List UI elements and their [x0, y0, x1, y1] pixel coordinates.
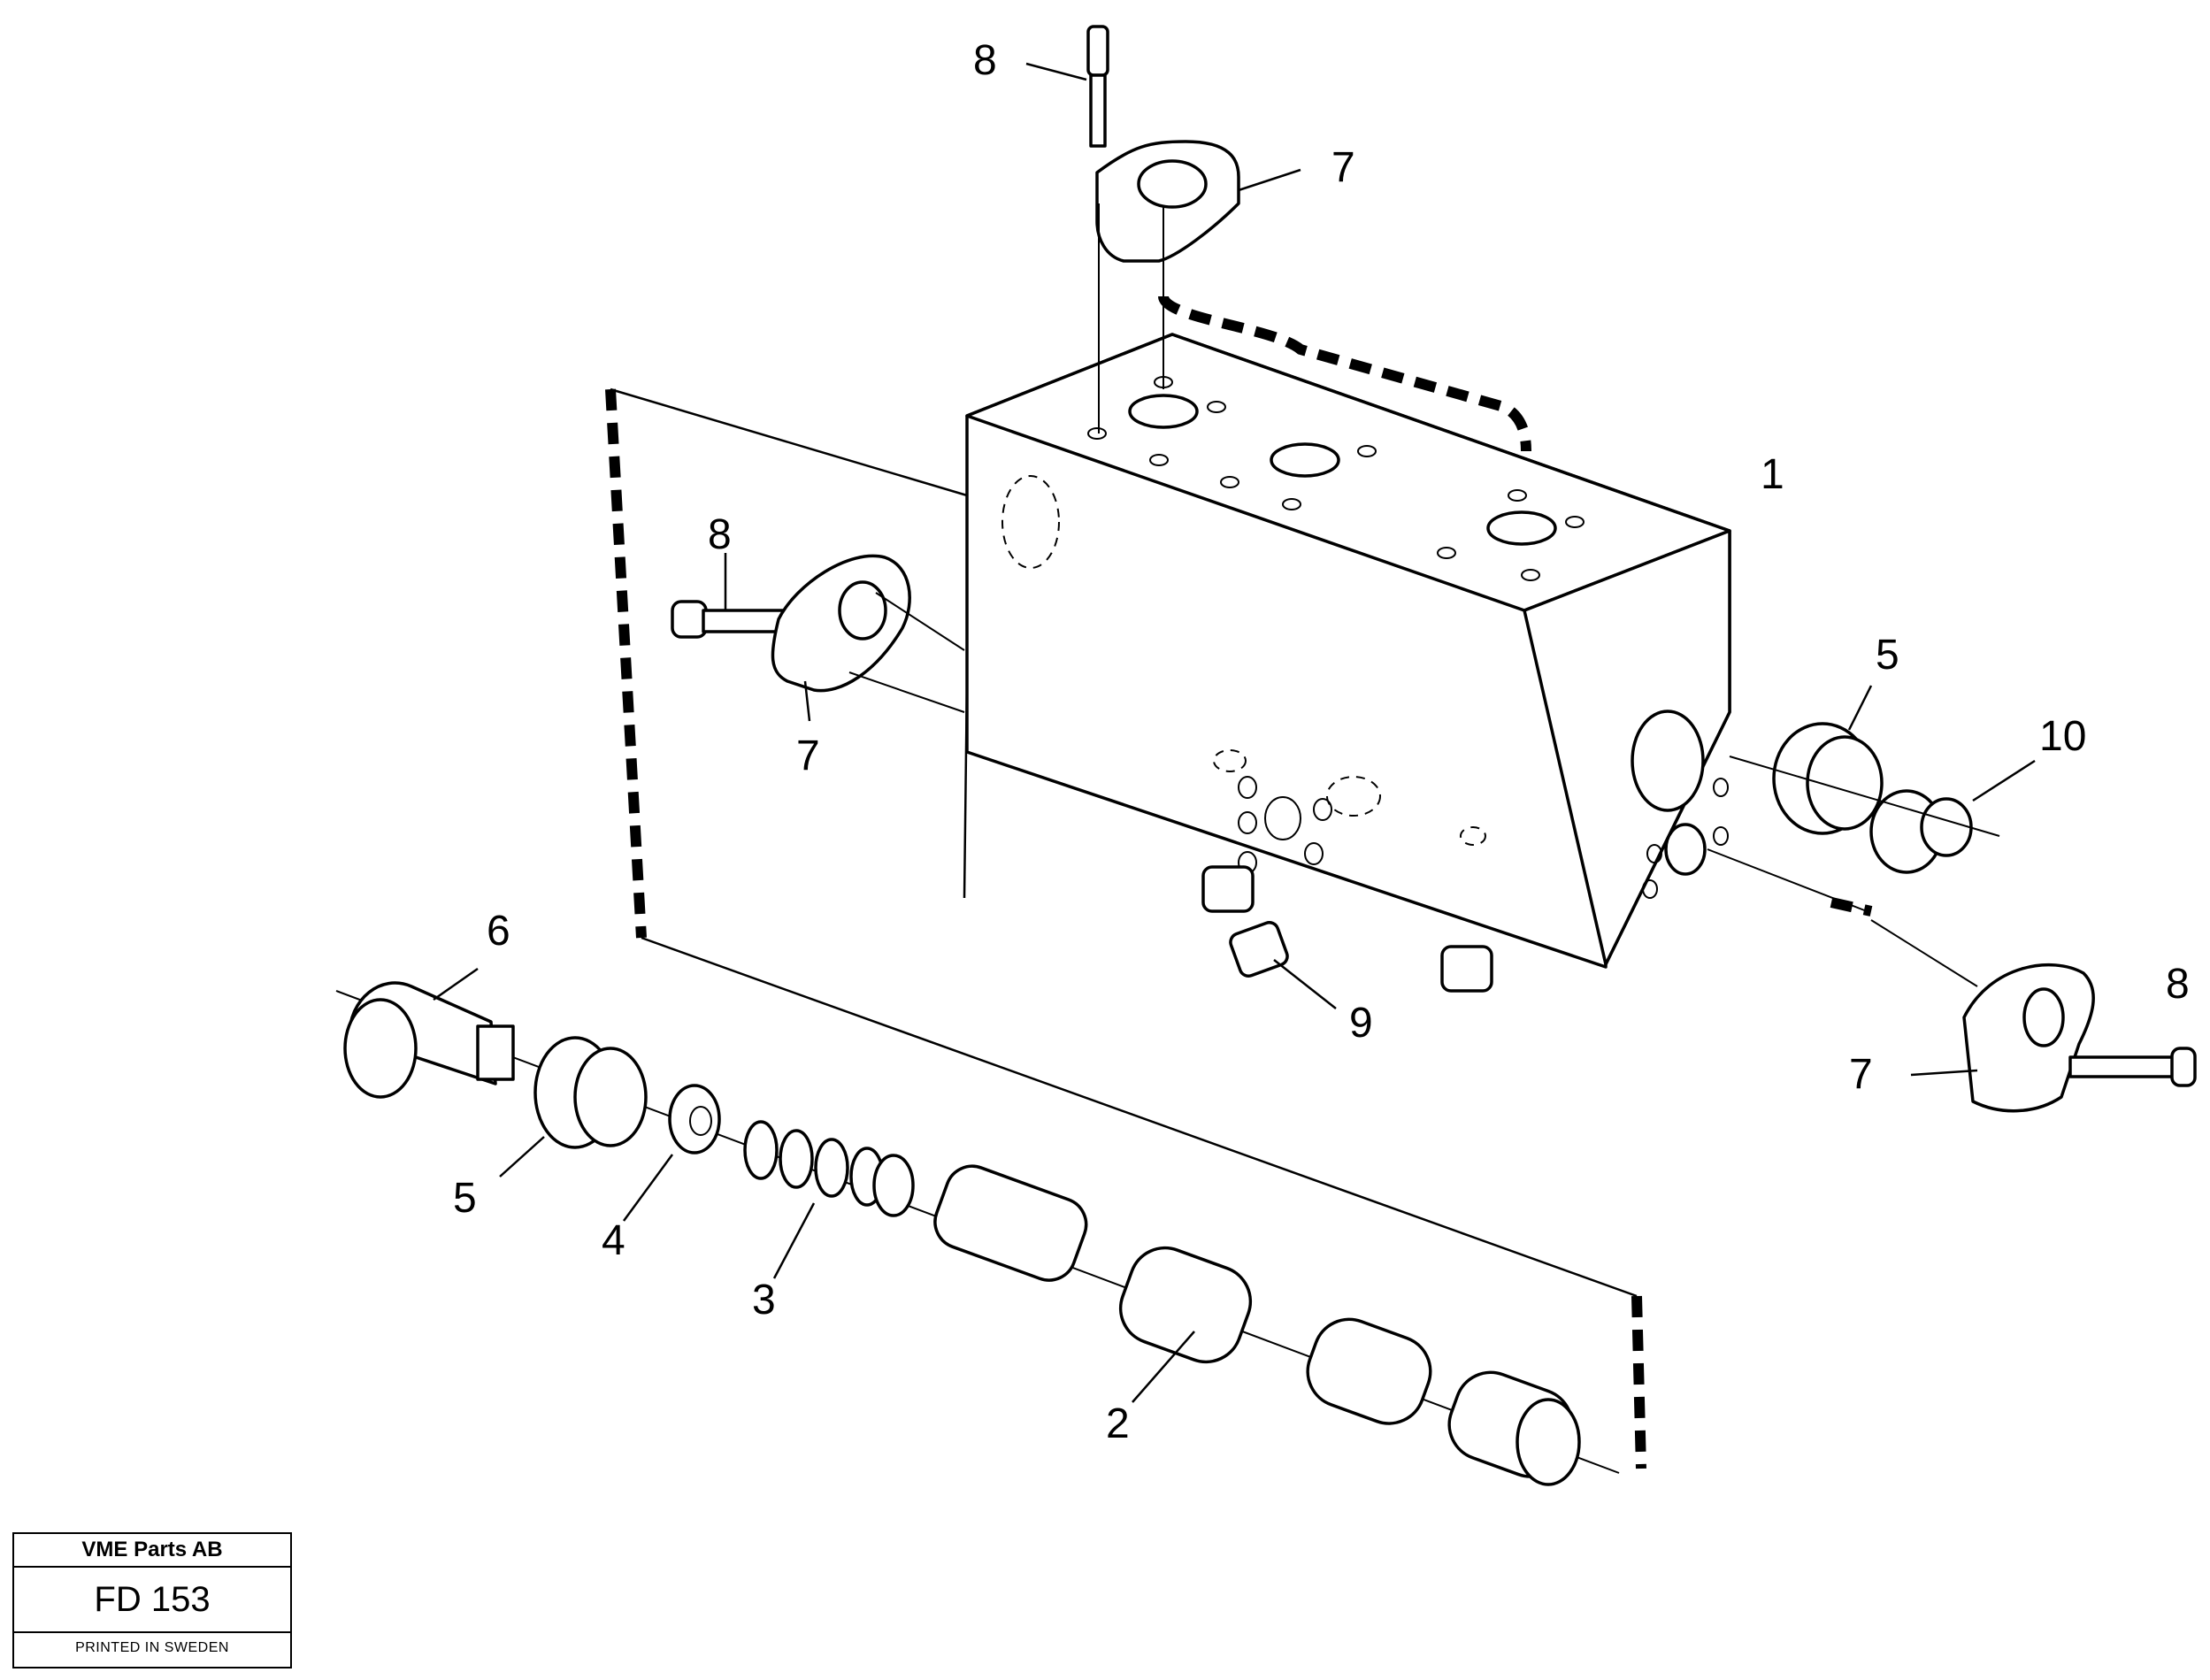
- callout-8-top: 8: [973, 37, 997, 84]
- callout-5-left: 5: [453, 1175, 477, 1222]
- callout-8-right: 8: [2166, 961, 2190, 1008]
- callout-2: 2: [1106, 1400, 1130, 1447]
- valve-block: [965, 333, 1731, 969]
- left-flange-assembly: [671, 553, 965, 722]
- lower-spool-assembly: [335, 967, 1620, 1486]
- callout-6: 6: [487, 908, 510, 955]
- plugs: [1201, 865, 1493, 1009]
- callout-7-right: 7: [1849, 1051, 1873, 1098]
- callout-10: 10: [2039, 713, 2086, 760]
- callout-3: 3: [752, 1277, 776, 1323]
- right-flange-assembly: [1870, 919, 2197, 1113]
- callout-9: 9: [1349, 1000, 1373, 1047]
- title-block: VME Parts AB FD 153 PRINTED IN SWEDEN: [12, 1532, 292, 1668]
- right-fittings: [1707, 685, 2036, 912]
- callout-5-right: 5: [1876, 632, 1899, 679]
- company-name: VME Parts AB: [14, 1534, 290, 1568]
- callout-4: 4: [602, 1217, 625, 1264]
- callout-8-left: 8: [708, 511, 732, 558]
- callout-1: 1: [1761, 451, 1784, 498]
- print-note: PRINTED IN SWEDEN: [75, 1640, 229, 1655]
- callout-7-left: 7: [796, 733, 820, 779]
- drawing-number: FD 153: [14, 1568, 290, 1633]
- callout-labels: 8 7 1 8 7 5 10 9 8 7 6 5 4 3 2: [453, 37, 2190, 1447]
- callout-7-top: 7: [1331, 144, 1355, 191]
- top-flange-assembly: [1025, 25, 1301, 433]
